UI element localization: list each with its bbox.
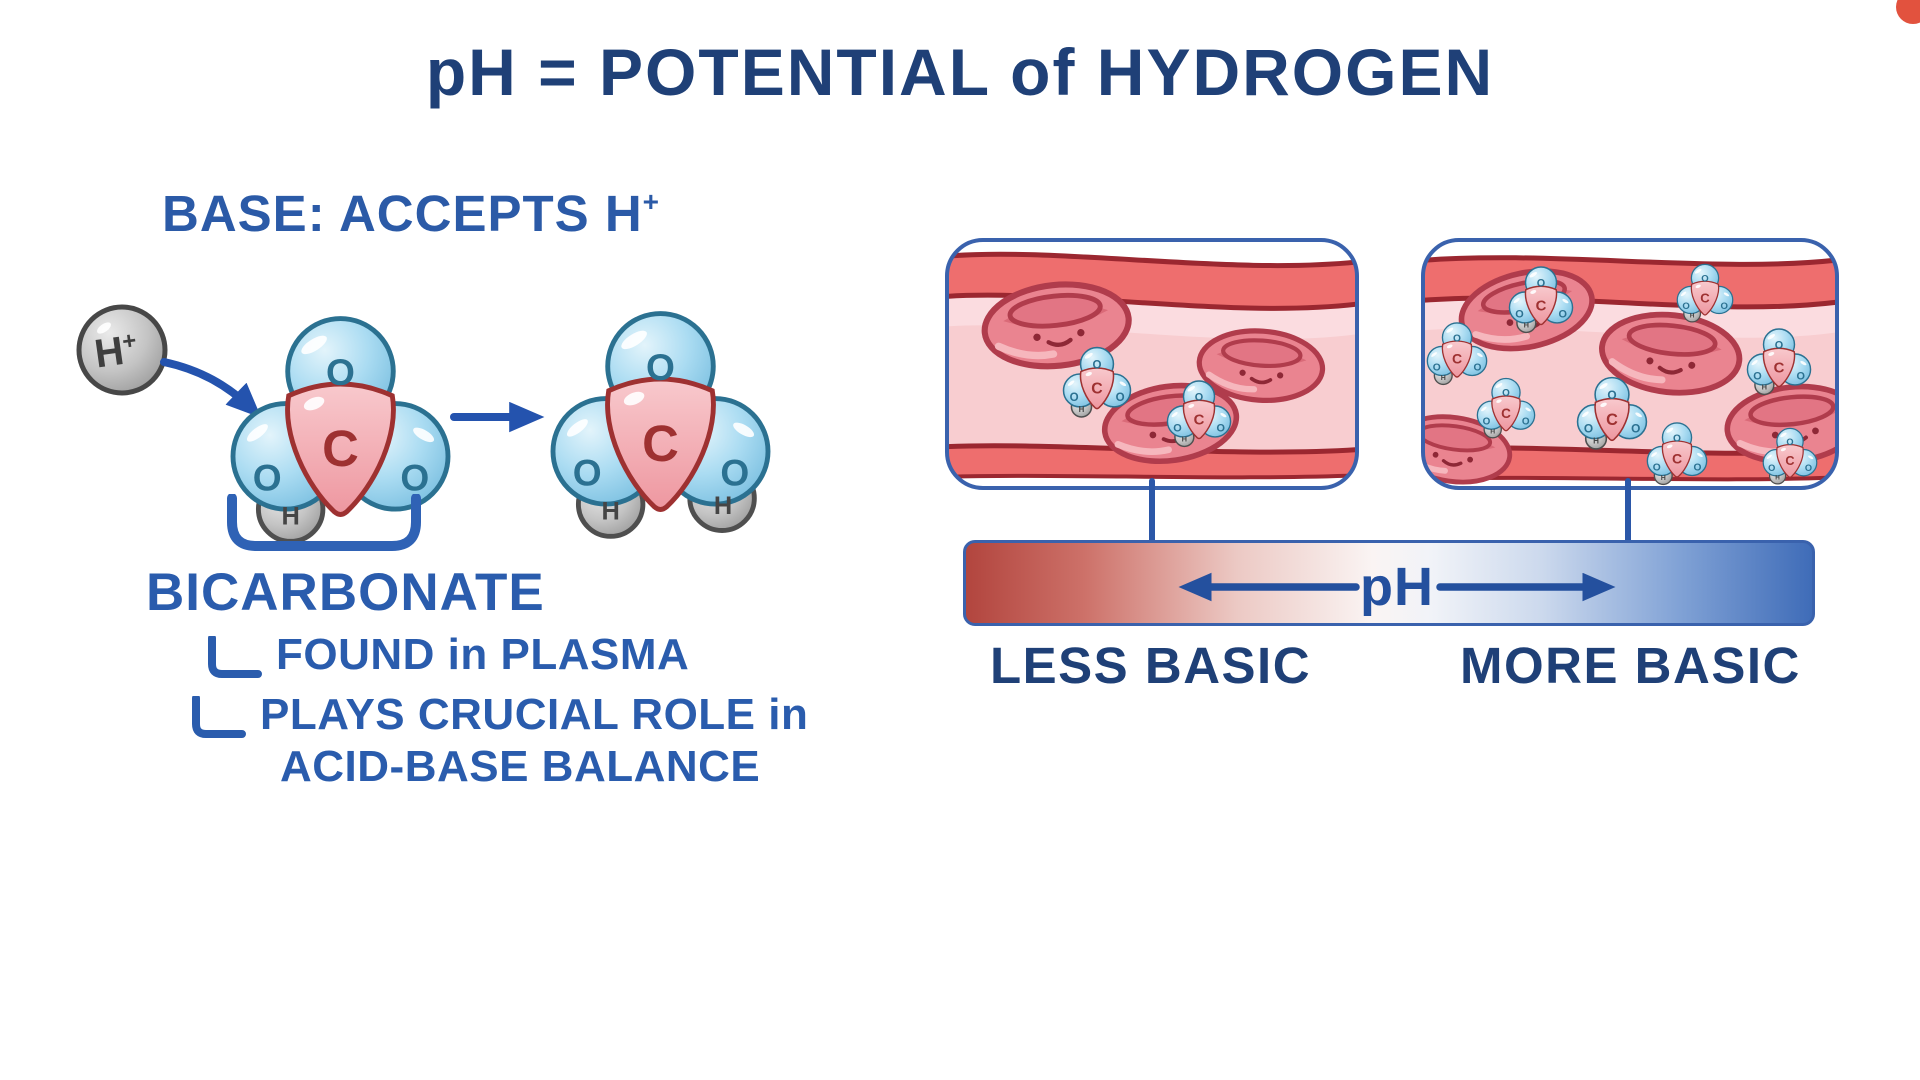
base-heading-text: BASE: ACCEPTS H (162, 185, 643, 242)
base-definition-heading: BASE: ACCEPTS H+ (162, 184, 660, 243)
h-ion-arrow (160, 358, 262, 418)
page-title: pH = POTENTIAL of HYDROGEN (425, 35, 1495, 109)
ph-bar-annotations: pH (1178, 557, 1616, 617)
bullet-crucial-role-line2: ACID-BASE BALANCE (280, 742, 761, 791)
carbonic-acid-molecule-large (548, 293, 773, 552)
bullet-marker (192, 696, 246, 738)
bullet-marker (208, 636, 262, 678)
hydrogen-ion-label: H+ (92, 327, 141, 377)
less-basic-caption: LESS BASIC (990, 637, 1312, 694)
hydrogen-ion: H+ (76, 304, 168, 396)
reaction-arrow (450, 401, 545, 433)
blood-vessel-more-basic (1421, 238, 1839, 490)
bullet-found-in-plasma: FOUND in PLASMA (276, 630, 690, 679)
ph-scale-label: pH (1360, 557, 1434, 617)
ph-gradient-bar: pH (963, 540, 1815, 626)
bicarbonate-label: BICARBONATE (146, 563, 545, 622)
corner-accent-dot (1896, 0, 1920, 24)
bullet-crucial-role-line1: PLAYS CRUCIAL ROLE in (260, 690, 809, 739)
base-heading-superscript: + (642, 186, 661, 217)
bicarbonate-bracket (227, 494, 421, 551)
blood-vessel-less-basic (945, 238, 1359, 490)
more-basic-caption: MORE BASIC (1460, 637, 1801, 694)
